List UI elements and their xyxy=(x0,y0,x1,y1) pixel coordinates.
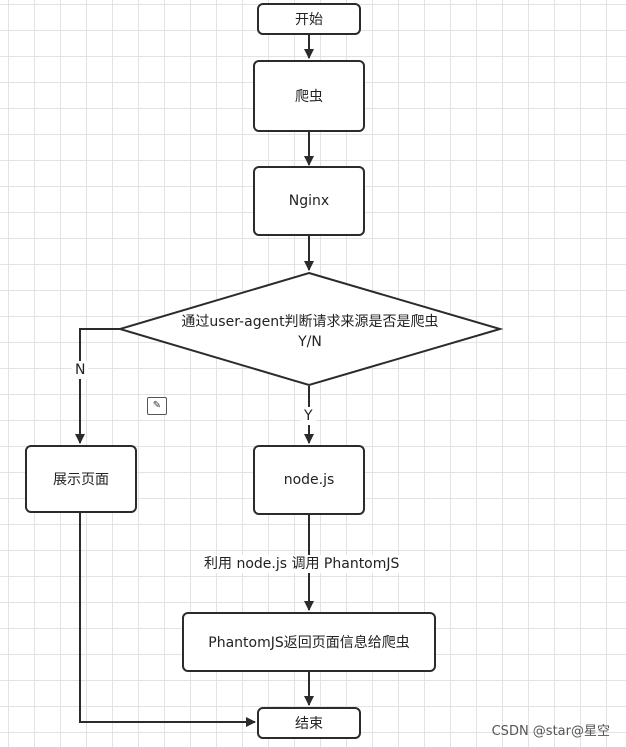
show-page-node: 展示页面 xyxy=(25,445,137,513)
end-node-label: 结束 xyxy=(295,716,323,732)
yes-branch-label: Y xyxy=(301,407,316,425)
nginx-node: Nginx xyxy=(253,166,365,236)
phantom-return-node: PhantomJS返回页面信息给爬虫 xyxy=(182,612,436,672)
decision-question: 通过user-agent判断请求来源是否是爬虫 xyxy=(181,314,439,330)
show-page-node-label: 展示页面 xyxy=(53,472,109,488)
nodejs-node: node.js xyxy=(253,445,365,515)
edit-icon[interactable]: ✎ xyxy=(147,397,167,415)
start-node: 开始 xyxy=(257,3,361,35)
decision-diamond xyxy=(116,271,504,387)
edge-decision-no xyxy=(75,328,120,444)
start-node-label: 开始 xyxy=(295,12,323,28)
crawler-node: 爬虫 xyxy=(253,60,365,132)
phantom-return-node-label: PhantomJS返回页面信息给爬虫 xyxy=(208,635,410,651)
end-node: 结束 xyxy=(257,707,361,739)
crawler-node-label: 爬虫 xyxy=(295,89,323,105)
csdn-watermark: CSDN @star@星空 xyxy=(491,724,610,739)
nodejs-node-label: node.js xyxy=(283,472,335,488)
decision-text: 通过user-agent判断请求来源是否是爬虫 Y/N xyxy=(120,312,500,352)
call-phantom-label: 利用 node.js 调用 PhantomJS xyxy=(201,555,403,573)
edge-show-end xyxy=(79,512,256,727)
nginx-node-label: Nginx xyxy=(288,193,330,209)
no-branch-label: N xyxy=(72,361,89,379)
decision-yn: Y/N xyxy=(298,334,322,350)
